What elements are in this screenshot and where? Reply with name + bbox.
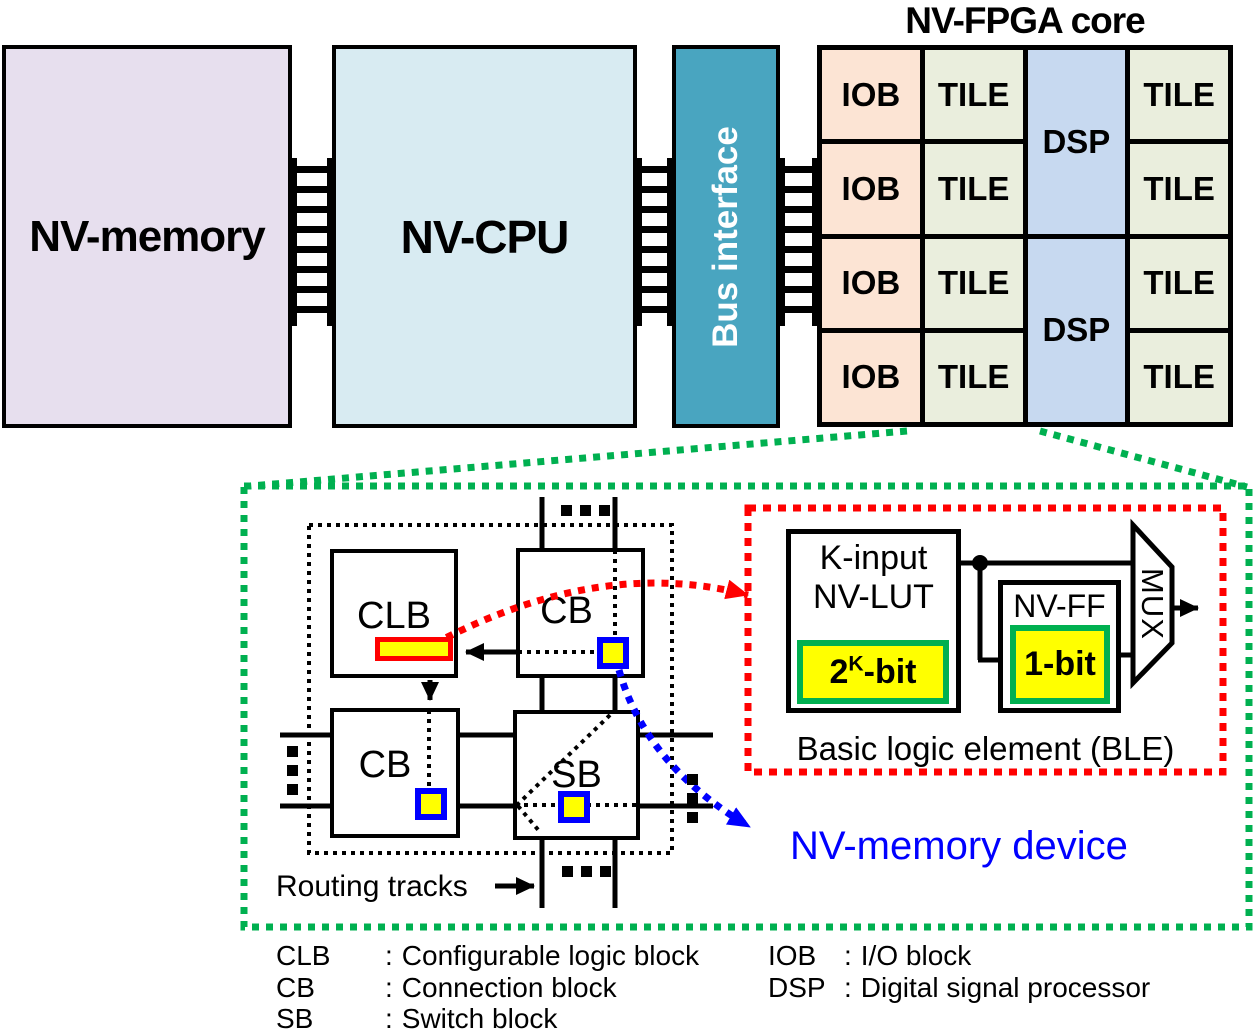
- routing-tracks: [280, 497, 713, 908]
- bus-interface-block: Bus interface: [672, 45, 780, 428]
- mux-shape: [1130, 518, 1175, 690]
- ellipsis-dots: [287, 746, 298, 795]
- legend-abbr: CLB: [276, 940, 331, 971]
- legend-abbr: SB: [276, 1003, 314, 1034]
- sb-nv-memory-device: [558, 791, 590, 823]
- ellipsis-dots: [687, 774, 698, 823]
- nv-memory-device-label: NV-memory device: [790, 824, 1128, 868]
- nv-lut-label-line1: K-input: [819, 539, 928, 577]
- fpga-cell-dsp: DSP: [1027, 238, 1126, 422]
- clb-label: CLB: [357, 595, 431, 637]
- fpga-core-title: NV-FPGA core: [905, 0, 1146, 41]
- nv-lut-label-line2: NV-LUT: [813, 578, 934, 616]
- cb-bottom-label: CB: [358, 744, 412, 786]
- cb-top-label: CB: [540, 590, 593, 632]
- fpga-cell-iob: IOB: [822, 332, 920, 422]
- legend-desc: Digital signal processor: [860, 971, 1151, 1003]
- fpga-cell-iob: IOB: [822, 144, 920, 234]
- legend-row: SB : Switch block: [276, 1003, 699, 1035]
- ellipsis-dots: [562, 866, 611, 877]
- legend-abbr: IOB: [768, 940, 817, 971]
- routing-tracks-label: Routing tracks: [276, 870, 468, 903]
- legend-desc: Configurable logic block: [401, 940, 700, 971]
- legend-abbr: DSP: [768, 971, 826, 1003]
- ellipsis-dots: [561, 505, 610, 516]
- legend-desc: Connection block: [401, 971, 617, 1003]
- legend-left: CLB : Configurable logic block CB : Conn…: [276, 940, 699, 1035]
- fpga-cell-tile: TILE: [924, 144, 1023, 234]
- legend-row: CLB : Configurable logic block: [276, 940, 699, 972]
- nv-cpu-label: NV-CPU: [400, 210, 570, 263]
- fpga-cell-tile: TILE: [1130, 332, 1228, 422]
- ff-capacity-badge: 1-bit: [1010, 625, 1110, 704]
- nv-ff-label: NV-FF: [1013, 588, 1106, 624]
- signal-arrows: [421, 599, 1199, 895]
- legend-row: IOB : I/O block: [768, 940, 1150, 972]
- legend-desc: I/O block: [860, 940, 972, 971]
- cb-top-nv-memory-device: [597, 637, 629, 669]
- bus-ribbon-cpu-businterface: [637, 158, 672, 326]
- legend-row: CB : Connection block: [276, 972, 699, 1004]
- bus-ribbon-memory-cpu: [292, 158, 332, 326]
- cb-bottom-nv-memory-device: [415, 788, 447, 820]
- sb-label: SB: [551, 753, 602, 796]
- legend-colon: :: [844, 940, 852, 971]
- legend-colon: :: [385, 940, 393, 971]
- dotted-connections: [427, 550, 638, 834]
- legend-colon: :: [385, 1003, 393, 1034]
- fpga-cell-tile: TILE: [1130, 144, 1228, 234]
- legend-desc: Switch block: [401, 1003, 558, 1034]
- fpga-cell-tile: TILE: [924, 238, 1023, 328]
- ble-caption: Basic logic element (BLE): [796, 730, 1175, 767]
- lut-capacity-badge: 2K-bit: [797, 640, 949, 704]
- red-callout-arrow: [432, 579, 749, 648]
- ble-dashed-rect: [744, 504, 1227, 776]
- clb-nv-config-element: [375, 637, 453, 661]
- fpga-cell-iob: IOB: [822, 238, 920, 328]
- bus-ribbon-businterface-fpga: [780, 158, 817, 326]
- cb-bottom-box: CB: [330, 708, 460, 838]
- nv-cpu-block: NV-CPU: [332, 45, 637, 428]
- nv-memory-block: NV-memory: [2, 45, 292, 428]
- legend-colon: :: [385, 971, 393, 1003]
- fpga-cell-tile: TILE: [924, 332, 1023, 422]
- legend-right: IOB : I/O block DSP : Digital signal pro…: [768, 940, 1150, 1003]
- nv-memory-label: NV-memory: [29, 211, 266, 261]
- fpga-cell-iob: IOB: [822, 50, 920, 140]
- blue-callout-arrow: [615, 669, 752, 831]
- legend-row: DSP : Digital signal processor: [768, 972, 1150, 1004]
- fpga-core-grid: IOB TILE DSP TILE IOB TILE TILE IOB TILE…: [817, 45, 1233, 427]
- fpga-cell-tile: TILE: [1130, 238, 1228, 328]
- wire-junction-dot: [972, 555, 988, 571]
- fpga-cell-tile: TILE: [1130, 50, 1228, 140]
- mux-label: MUX: [1135, 568, 1170, 640]
- fpga-cell-tile: TILE: [924, 50, 1023, 140]
- fpga-cell-dsp: DSP: [1027, 50, 1126, 234]
- tile-boundary-dotted-rect: [307, 523, 674, 855]
- legend-colon: :: [844, 971, 852, 1003]
- green-callout-outline: [240, 427, 1253, 931]
- legend-abbr: CB: [276, 971, 315, 1003]
